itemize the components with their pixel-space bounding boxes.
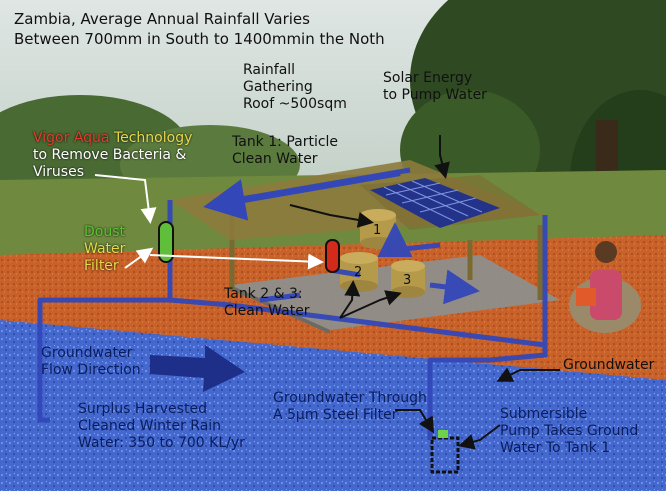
label-line: Water: 350 to 700 KL/yr <box>78 435 245 451</box>
title: Zambia, Average Annual Rainfall Varies B… <box>14 9 385 49</box>
label-solar-energy: Solar Energy to Pump Water <box>383 70 487 104</box>
pointer-lines <box>94 135 560 450</box>
vigor-filter <box>325 239 340 273</box>
label-submersible-pump: Submersible Pump Takes Ground Water To T… <box>500 406 638 457</box>
label-line: to Pump Water <box>383 87 487 103</box>
vigor-brand-yellow: Technology <box>109 130 193 146</box>
label-line: Tank 2 & 3: <box>224 286 303 302</box>
tank-number-2: 2 <box>354 265 363 280</box>
tank-3 <box>391 260 425 298</box>
gutter-arrow <box>203 170 401 221</box>
label-line: Viruses <box>33 164 84 180</box>
label-line: Cleaned Winter Rain <box>78 418 222 434</box>
label-doust-filter: Doust Water Filter <box>84 224 125 275</box>
doust-green-word: Doust <box>84 224 126 240</box>
solar-panel <box>370 178 500 228</box>
label-line: Clean Water <box>232 151 318 167</box>
tank-number-3: 3 <box>403 273 412 288</box>
label-line: Pump Takes Ground <box>500 423 639 439</box>
label-line: to Remove Bacteria & <box>33 147 187 163</box>
label-tank-2-3: Tank 2 & 3: Clean Water <box>224 286 310 320</box>
label-groundwater-right: Groundwater <box>563 357 654 374</box>
label-line: Groundwater <box>563 357 655 373</box>
label-steel-filter: Groundwater Through A 5µm Steel Filter <box>273 390 427 424</box>
label-line: Water To Tank 1 <box>500 440 611 456</box>
label-rainfall-roof: Rainfall Gathering Roof ~500sqm <box>243 62 347 113</box>
label-line: Tank 1: Particle <box>232 134 339 150</box>
label-vigor-aqua: Vigor Aqua Technology to Remove Bacteria… <box>33 130 192 181</box>
doust-filter <box>158 221 174 263</box>
label-line: Water <box>84 241 126 257</box>
label-line: Groundwater <box>41 345 133 361</box>
label-line: Vigor Aqua Technology <box>33 130 192 147</box>
label-line: Solar Energy <box>383 70 473 86</box>
title-line-1: Zambia, Average Annual Rainfall Varies <box>14 10 310 28</box>
label-line: Groundwater Through <box>273 390 427 406</box>
label-line: Flow Direction <box>41 362 141 378</box>
label-line: Rainfall <box>243 62 296 78</box>
woman-figure <box>569 241 641 333</box>
label-line: Clean Water <box>224 303 310 319</box>
label-tank-1: Tank 1: Particle Clean Water <box>232 134 338 168</box>
flow-arrow <box>150 345 245 392</box>
tank-number-1: 1 <box>373 223 382 238</box>
label-line: Submersible <box>500 406 588 422</box>
label-groundwater-flow: Groundwater Flow Direction <box>41 345 141 379</box>
title-line-2: Between 700mm in South to 1400mmin the N… <box>14 30 385 48</box>
label-line: Surplus Harvested <box>78 401 207 417</box>
label-line: Gathering <box>243 79 313 95</box>
label-line: Roof ~500sqm <box>243 96 347 112</box>
label-line: Filter <box>84 258 119 274</box>
label-line: A 5µm Steel Filter <box>273 407 398 423</box>
label-surplus-harvested: Surplus Harvested Cleaned Winter Rain Wa… <box>78 401 245 452</box>
vigor-brand-red: Vigor Aqua <box>33 130 110 146</box>
